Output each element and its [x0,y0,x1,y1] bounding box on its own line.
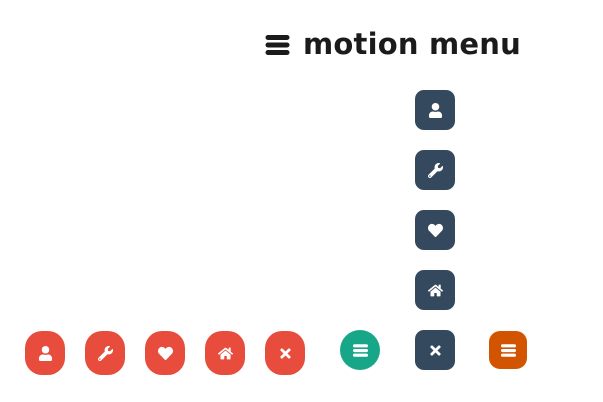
horizontal-menu-item-heart[interactable] [145,331,185,375]
vertical-menu-item-heart[interactable] [415,210,455,250]
vertical-menu-item-user[interactable] [415,90,455,130]
horizontal-menu-item-home[interactable] [205,331,245,375]
vertical-menu-item-wrench[interactable] [415,150,455,190]
bars-icon [263,33,292,57]
page-title-label: motion menu [303,27,521,61]
menu-toggle-round-button[interactable] [340,330,380,370]
vertical-menu-item-close[interactable] [415,330,455,370]
menu-toggle-square-button[interactable] [489,331,527,369]
page-title: motion menu [263,30,521,59]
horizontal-menu-item-wrench[interactable] [85,331,125,375]
horizontal-menu-item-user[interactable] [25,331,65,375]
vertical-menu-item-home[interactable] [415,270,455,310]
horizontal-menu-item-close[interactable] [265,331,305,375]
